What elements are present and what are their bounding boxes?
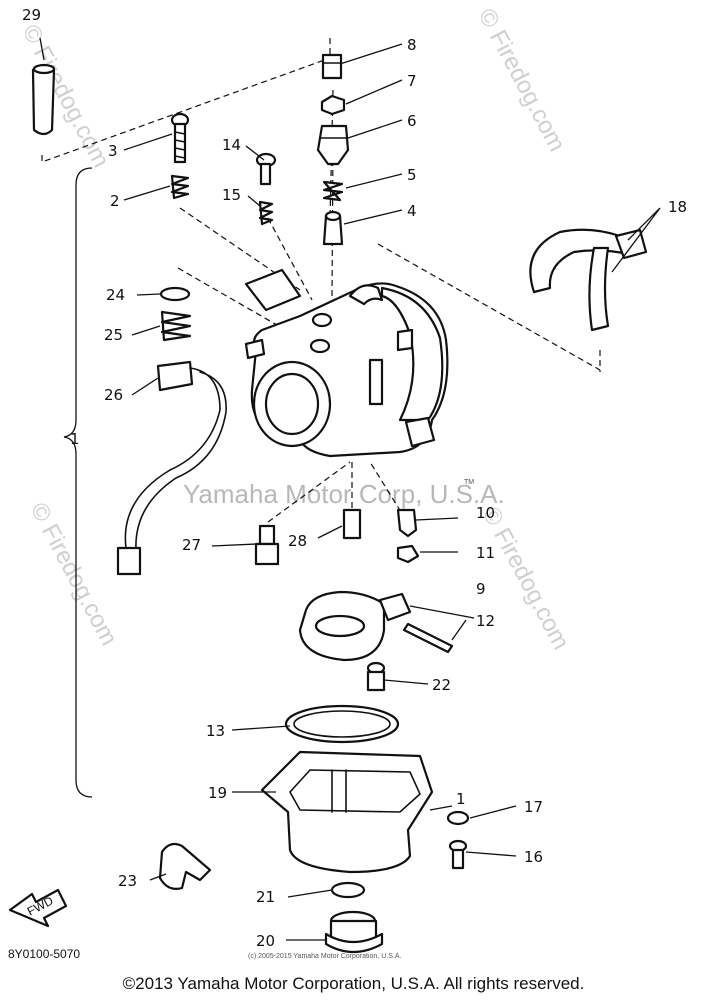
part-4-needle <box>322 210 344 246</box>
part-14-screw <box>255 152 277 186</box>
label-part-2: 2 <box>110 192 120 210</box>
part-7-nut <box>320 94 346 116</box>
label-part-22: 22 <box>432 676 451 694</box>
label-part-7: 7 <box>407 72 417 90</box>
part-25-spring <box>160 310 192 342</box>
watermark-site-4: © Firedog.com <box>477 502 575 654</box>
trademark-mark: TM <box>464 479 474 486</box>
label-part-10: 10 <box>476 504 495 522</box>
carburetor-body <box>244 268 449 458</box>
fwd-arrow: FWD <box>8 888 68 928</box>
part-9-float <box>298 590 412 662</box>
part-20-plug <box>324 910 384 954</box>
guide-line-top <box>41 38 331 163</box>
part-19-float-chamber <box>260 750 434 874</box>
part-3-screw <box>170 112 190 164</box>
part-6-valve <box>316 124 350 166</box>
part-10-needle-valve <box>396 508 418 538</box>
label-part-29: 29 <box>22 6 41 24</box>
group-1-bracket <box>63 167 93 798</box>
label-part-6: 6 <box>407 112 417 130</box>
watermark-site-1: © Firedog.com <box>17 20 115 172</box>
label-part-13: 13 <box>206 722 225 740</box>
label-part-24: 24 <box>106 286 125 304</box>
label-part-11: 11 <box>476 544 495 562</box>
label-part-1: 1 <box>70 430 80 448</box>
label-part-16: 16 <box>524 848 543 866</box>
part-23-clamp <box>158 842 212 890</box>
part-18-hose <box>529 228 648 332</box>
small-copyright: (c) 2005-2015 Yamaha Motor Corporation, … <box>248 953 401 960</box>
watermark-site-2: © Firedog.com <box>473 4 571 156</box>
label-part-28: 28 <box>288 532 307 550</box>
label-part-14: 14 <box>222 136 241 154</box>
part-27-jet <box>254 524 280 566</box>
label-part-27: 27 <box>182 536 201 554</box>
part-11-clip <box>396 544 420 564</box>
label-part-18: 18 <box>668 198 687 216</box>
guide-lines-upper <box>177 207 601 372</box>
label-part-25: 25 <box>104 326 123 344</box>
part-26-cable <box>116 360 227 576</box>
label-part-23: 23 <box>118 872 137 890</box>
label-part-26: 26 <box>104 386 123 404</box>
part-28-jet <box>342 508 362 540</box>
watermark-site-3: © Firedog.com <box>25 498 123 650</box>
label-part-17: 17 <box>524 798 543 816</box>
part-15-spring <box>258 200 274 226</box>
drawing-code: 8Y0100-5070 <box>8 947 80 961</box>
part-22-jet <box>366 661 386 692</box>
part-5-spring <box>322 180 344 202</box>
label-part-12: 12 <box>476 612 495 630</box>
part-12-pin <box>402 622 454 654</box>
part-24-washer <box>159 286 191 302</box>
watermark-company: Yamaha Motor Corp, U.S.A. <box>183 479 505 509</box>
part-16-screw <box>448 839 468 870</box>
label-part-8: 8 <box>407 36 417 54</box>
part-13-gasket <box>284 704 400 744</box>
label-part-3: 3 <box>108 142 118 160</box>
part-21-oring <box>330 881 366 899</box>
label-part-4: 4 <box>407 202 417 220</box>
label-part-19: 19 <box>208 784 227 802</box>
copyright-footer: ©2013 Yamaha Motor Corporation, U.S.A. A… <box>122 974 585 993</box>
label-part-1-b: 1 <box>456 790 466 808</box>
label-part-20: 20 <box>256 932 275 950</box>
part-2-spring <box>170 174 190 200</box>
label-part-21: 21 <box>256 888 275 906</box>
part-8-screw <box>321 53 343 80</box>
part-29-tube <box>31 63 56 136</box>
label-part-15: 15 <box>222 186 241 204</box>
label-part-5: 5 <box>407 166 417 184</box>
part-17-washer <box>446 810 470 826</box>
label-part-9: 9 <box>476 580 486 598</box>
